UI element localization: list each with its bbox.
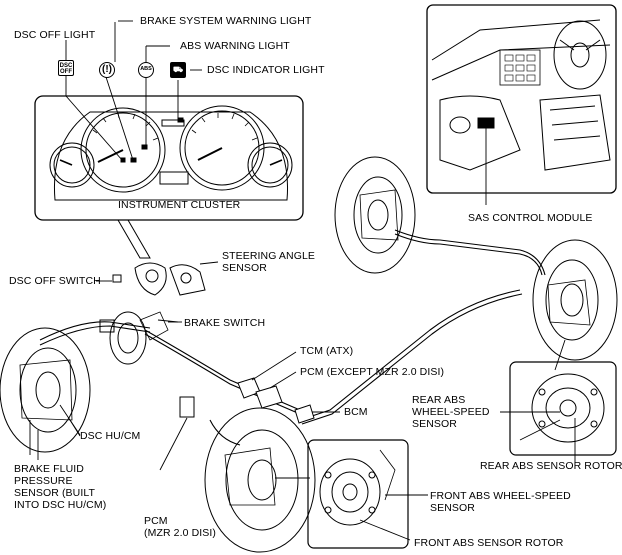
front-wheel-left (0, 327, 91, 455)
label-pcm-except: PCM (EXCEPT MZR 2.0 DISI) (300, 366, 445, 378)
label-instrument-cluster: INSTRUMENT CLUSTER (118, 199, 241, 211)
label-rear-abs-wheel-speed-sensor: REAR ABS WHEEL-SPEED SENSOR (412, 394, 490, 430)
label-brake-fluid-pressure-sensor: BRAKE FLUID PRESSURE SENSOR (BUILT INTO … (14, 463, 107, 511)
label-bcm: BCM (344, 406, 368, 418)
rear-abs-inset (500, 361, 617, 462)
wiring-harness (39, 229, 546, 446)
front-abs-inset (307, 439, 428, 549)
dashboard-inset (426, 4, 617, 205)
label-rear-abs-sensor-rotor: REAR ABS SENSOR ROTOR (480, 460, 622, 472)
label-brake-system-warning-light: BRAKE SYSTEM WARNING LIGHT (140, 15, 312, 27)
dsc-hu-cm-unit (99, 311, 179, 365)
label-sas-control-module: SAS CONTROL MODULE (468, 212, 593, 224)
label-dsc-off-light: DSC OFF LIGHT (14, 29, 96, 41)
brake-system-warning-icon: (!) (99, 62, 115, 78)
abs-warning-icon: ABS (138, 62, 154, 78)
label-dsc-off-switch: DSC OFF SWITCH (9, 275, 101, 287)
label-dsc-hu-cm: DSC HU/CM (80, 430, 141, 442)
label-front-abs-wheel-speed-sensor: FRONT ABS WHEEL-SPEED SENSOR (430, 490, 571, 514)
instrument-cluster-box (34, 95, 304, 221)
steering-sensor-parts (96, 261, 219, 296)
label-leaders (37, 321, 182, 460)
label-abs-warning-light: ABS WARNING LIGHT (180, 40, 290, 52)
warning-light-leaders (65, 20, 202, 161)
control-modules (159, 351, 340, 471)
label-brake-switch: BRAKE SWITCH (184, 317, 266, 329)
label-pcm-mzr: PCM (MZR 2.0 DISI) (144, 515, 216, 539)
rear-wheel-right (532, 239, 618, 371)
rear-wheel-upper (334, 156, 416, 274)
label-steering-angle-sensor: STEERING ANGLE SENSOR (222, 250, 316, 274)
label-front-abs-sensor-rotor: FRONT ABS SENSOR ROTOR (414, 537, 564, 549)
dsc-indicator-icon: ⛟ (170, 62, 186, 78)
dsc-off-light-icon: DSC OFF (58, 60, 74, 76)
label-tcm: TCM (ATX) (300, 345, 354, 357)
cluster-pointer (117, 219, 151, 259)
label-dsc-indicator-light: DSC INDICATOR LIGHT (207, 64, 325, 76)
front-wheel-right (204, 407, 316, 553)
